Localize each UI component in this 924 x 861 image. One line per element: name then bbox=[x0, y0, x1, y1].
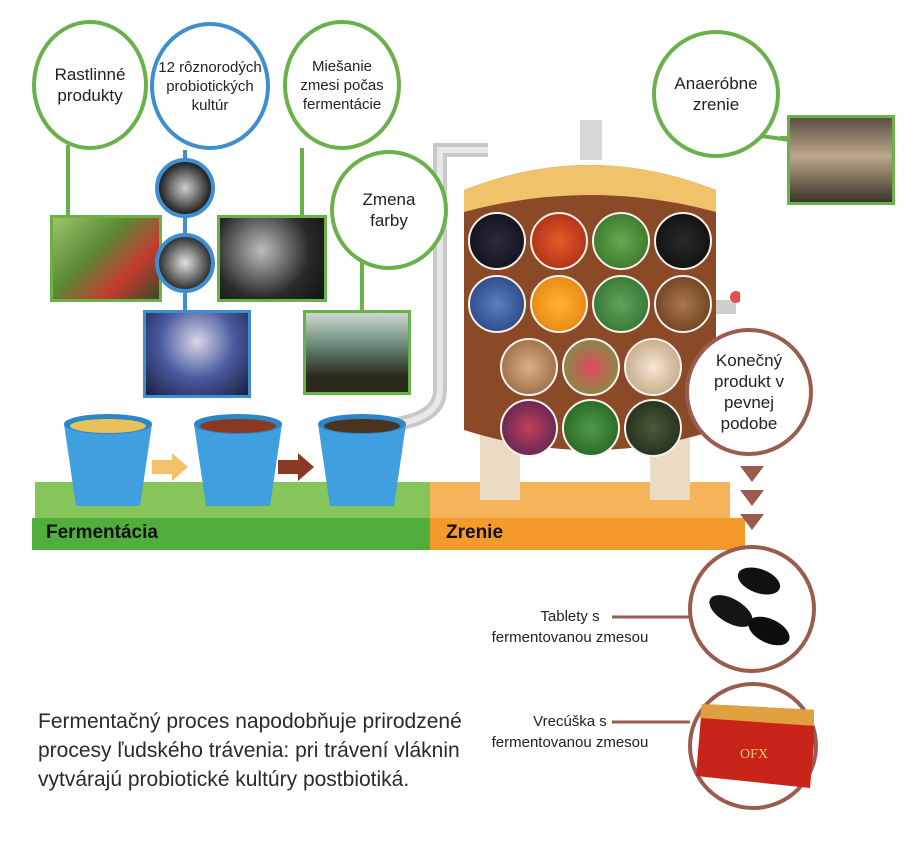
color-change-photo bbox=[303, 310, 411, 395]
step-probiotic-cultures: 12 rôznorodých probiotických kultúr bbox=[150, 22, 270, 150]
olives-image bbox=[468, 212, 526, 270]
down-arrows-icon bbox=[740, 466, 764, 530]
lychee-image bbox=[562, 338, 620, 396]
kelp-image bbox=[624, 399, 682, 457]
maturation-label: Zrenie bbox=[446, 522, 504, 543]
leaves-image bbox=[562, 399, 620, 457]
tablets-label: Tablety s fermentovanou zmesou bbox=[491, 608, 649, 646]
caption-text: Fermentačný proces napodobňuje prirodzen… bbox=[38, 710, 462, 791]
microbe-image-2 bbox=[155, 233, 215, 293]
step-mixing: Miešanie zmesi počas fermentácie bbox=[283, 20, 401, 150]
step-color-change: Zmena farby bbox=[330, 150, 448, 270]
step-mixing-text: Miešanie zmesi počas fermentácie bbox=[300, 57, 384, 113]
fermentation-label: Fermentácia bbox=[46, 522, 158, 543]
arrow-right-icon bbox=[278, 453, 314, 481]
bucket-2 bbox=[194, 414, 282, 506]
maturation-bar bbox=[430, 518, 745, 550]
orange-image bbox=[530, 275, 588, 333]
step-anaerobic: Anaeróbne zrenie bbox=[652, 30, 780, 158]
nuts-image bbox=[654, 275, 712, 333]
sachet-image: OFX bbox=[688, 682, 818, 810]
sachet-brand: OFX bbox=[740, 747, 768, 762]
step-probiotic-cultures-text: 12 rôznorodých probiotických kultúr bbox=[158, 58, 262, 114]
mixing-photo bbox=[217, 215, 327, 302]
step-anaerobic-text: Anaeróbne zrenie bbox=[674, 74, 758, 114]
step-final-product-text: Konečný produkt v pevnej podobe bbox=[714, 351, 784, 433]
step-color-change-text: Zmena farby bbox=[362, 190, 416, 230]
microbe-image-1 bbox=[155, 158, 215, 218]
step-final-product: Konečný produkt v pevnej podobe bbox=[685, 328, 813, 456]
bacteria-photo bbox=[143, 310, 251, 398]
step-plant-products: Rastlinné produkty bbox=[32, 20, 148, 150]
herbs-image bbox=[592, 275, 650, 333]
tablets-image bbox=[688, 545, 816, 673]
blueberries-image bbox=[468, 275, 526, 333]
spinach-image bbox=[592, 212, 650, 270]
goji-berries-image bbox=[530, 212, 588, 270]
bucket-3 bbox=[318, 414, 406, 506]
anaerobic-photo bbox=[787, 115, 895, 205]
walnuts-image bbox=[500, 338, 558, 396]
bucket-1 bbox=[64, 414, 152, 506]
arrow-right-icon bbox=[152, 453, 188, 481]
fig-image bbox=[500, 399, 558, 457]
plant-products-photo bbox=[50, 215, 162, 302]
mushroom-image bbox=[624, 338, 682, 396]
sachet-label: Vrecúška s fermentovanou zmesou bbox=[491, 713, 649, 751]
sachet-icon: OFX bbox=[696, 704, 814, 788]
tablets-icon bbox=[709, 567, 790, 646]
seaweed-image bbox=[654, 212, 712, 270]
step-plant-products-text: Rastlinné produkty bbox=[54, 65, 126, 105]
fermentation-bar bbox=[32, 518, 430, 550]
